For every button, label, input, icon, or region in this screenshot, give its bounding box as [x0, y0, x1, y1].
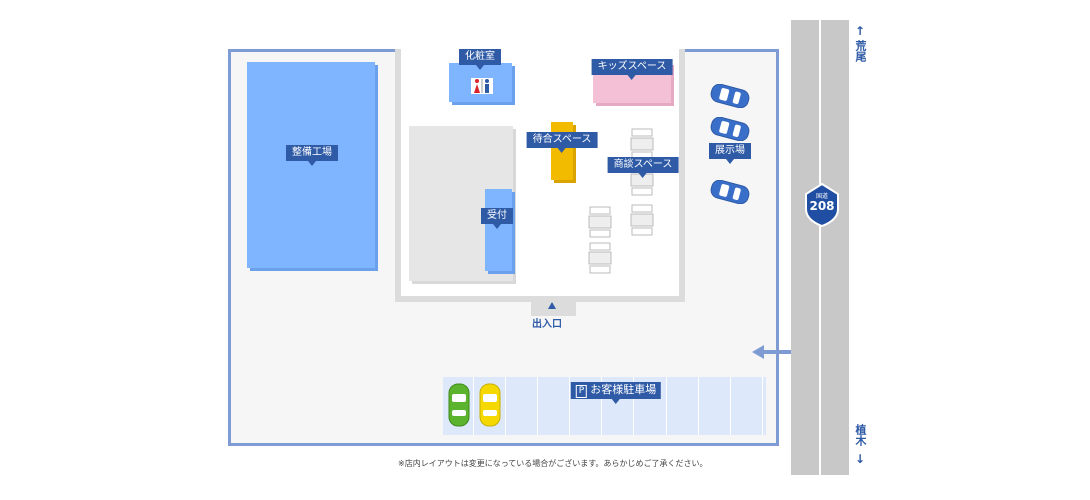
north-arrow-icon: ↑: [854, 24, 866, 38]
entrance-arrow-icon: [548, 302, 556, 309]
parking-slot: [732, 377, 763, 435]
showroom-label: 展示場: [709, 143, 751, 164]
parking-p-icon: P: [575, 385, 588, 398]
display-car-icon: [708, 116, 752, 145]
route-number: 208: [809, 199, 835, 213]
south-arrow-icon: ↓: [854, 452, 866, 466]
route-shield-top: 国道: [815, 193, 828, 200]
entrance-label: 出入口: [532, 319, 562, 330]
reception-label: 受付: [481, 208, 513, 229]
consultation-table-icon: [588, 205, 612, 239]
parking-slot: [539, 377, 570, 435]
kids-label: キッズスペース: [591, 59, 673, 80]
south-destination: 植木: [854, 424, 867, 446]
restroom-icon: [471, 78, 493, 94]
restroom-label: 化粧室: [459, 49, 501, 70]
display-car-icon: [708, 83, 752, 112]
waiting-label: 待合スペース: [526, 132, 598, 153]
north-destination: 荒尾: [854, 40, 867, 62]
parking-text: お客様駐車場: [590, 383, 657, 396]
consultation-table-icon: [588, 241, 612, 275]
footnote: ※店内レイアウトは変更になっている場合がございます。あらかじめご了承ください。: [398, 459, 708, 468]
parking-slot: [668, 377, 699, 435]
route-shield-icon: [805, 182, 839, 231]
consultation-table-icon: [630, 203, 654, 237]
parking-slot: [700, 377, 731, 435]
parking-slot: [507, 377, 538, 435]
maintenance-label: 整備工場: [286, 145, 338, 166]
parked-car-yellow-icon: [478, 382, 502, 432]
reception-area: [485, 189, 512, 271]
display-car-icon: [708, 179, 752, 208]
parked-car-green-icon: [447, 382, 471, 432]
road-center-line: [819, 20, 821, 475]
consultation-label: 商談スペース: [607, 157, 679, 178]
consultation-table-icon: [630, 127, 654, 161]
